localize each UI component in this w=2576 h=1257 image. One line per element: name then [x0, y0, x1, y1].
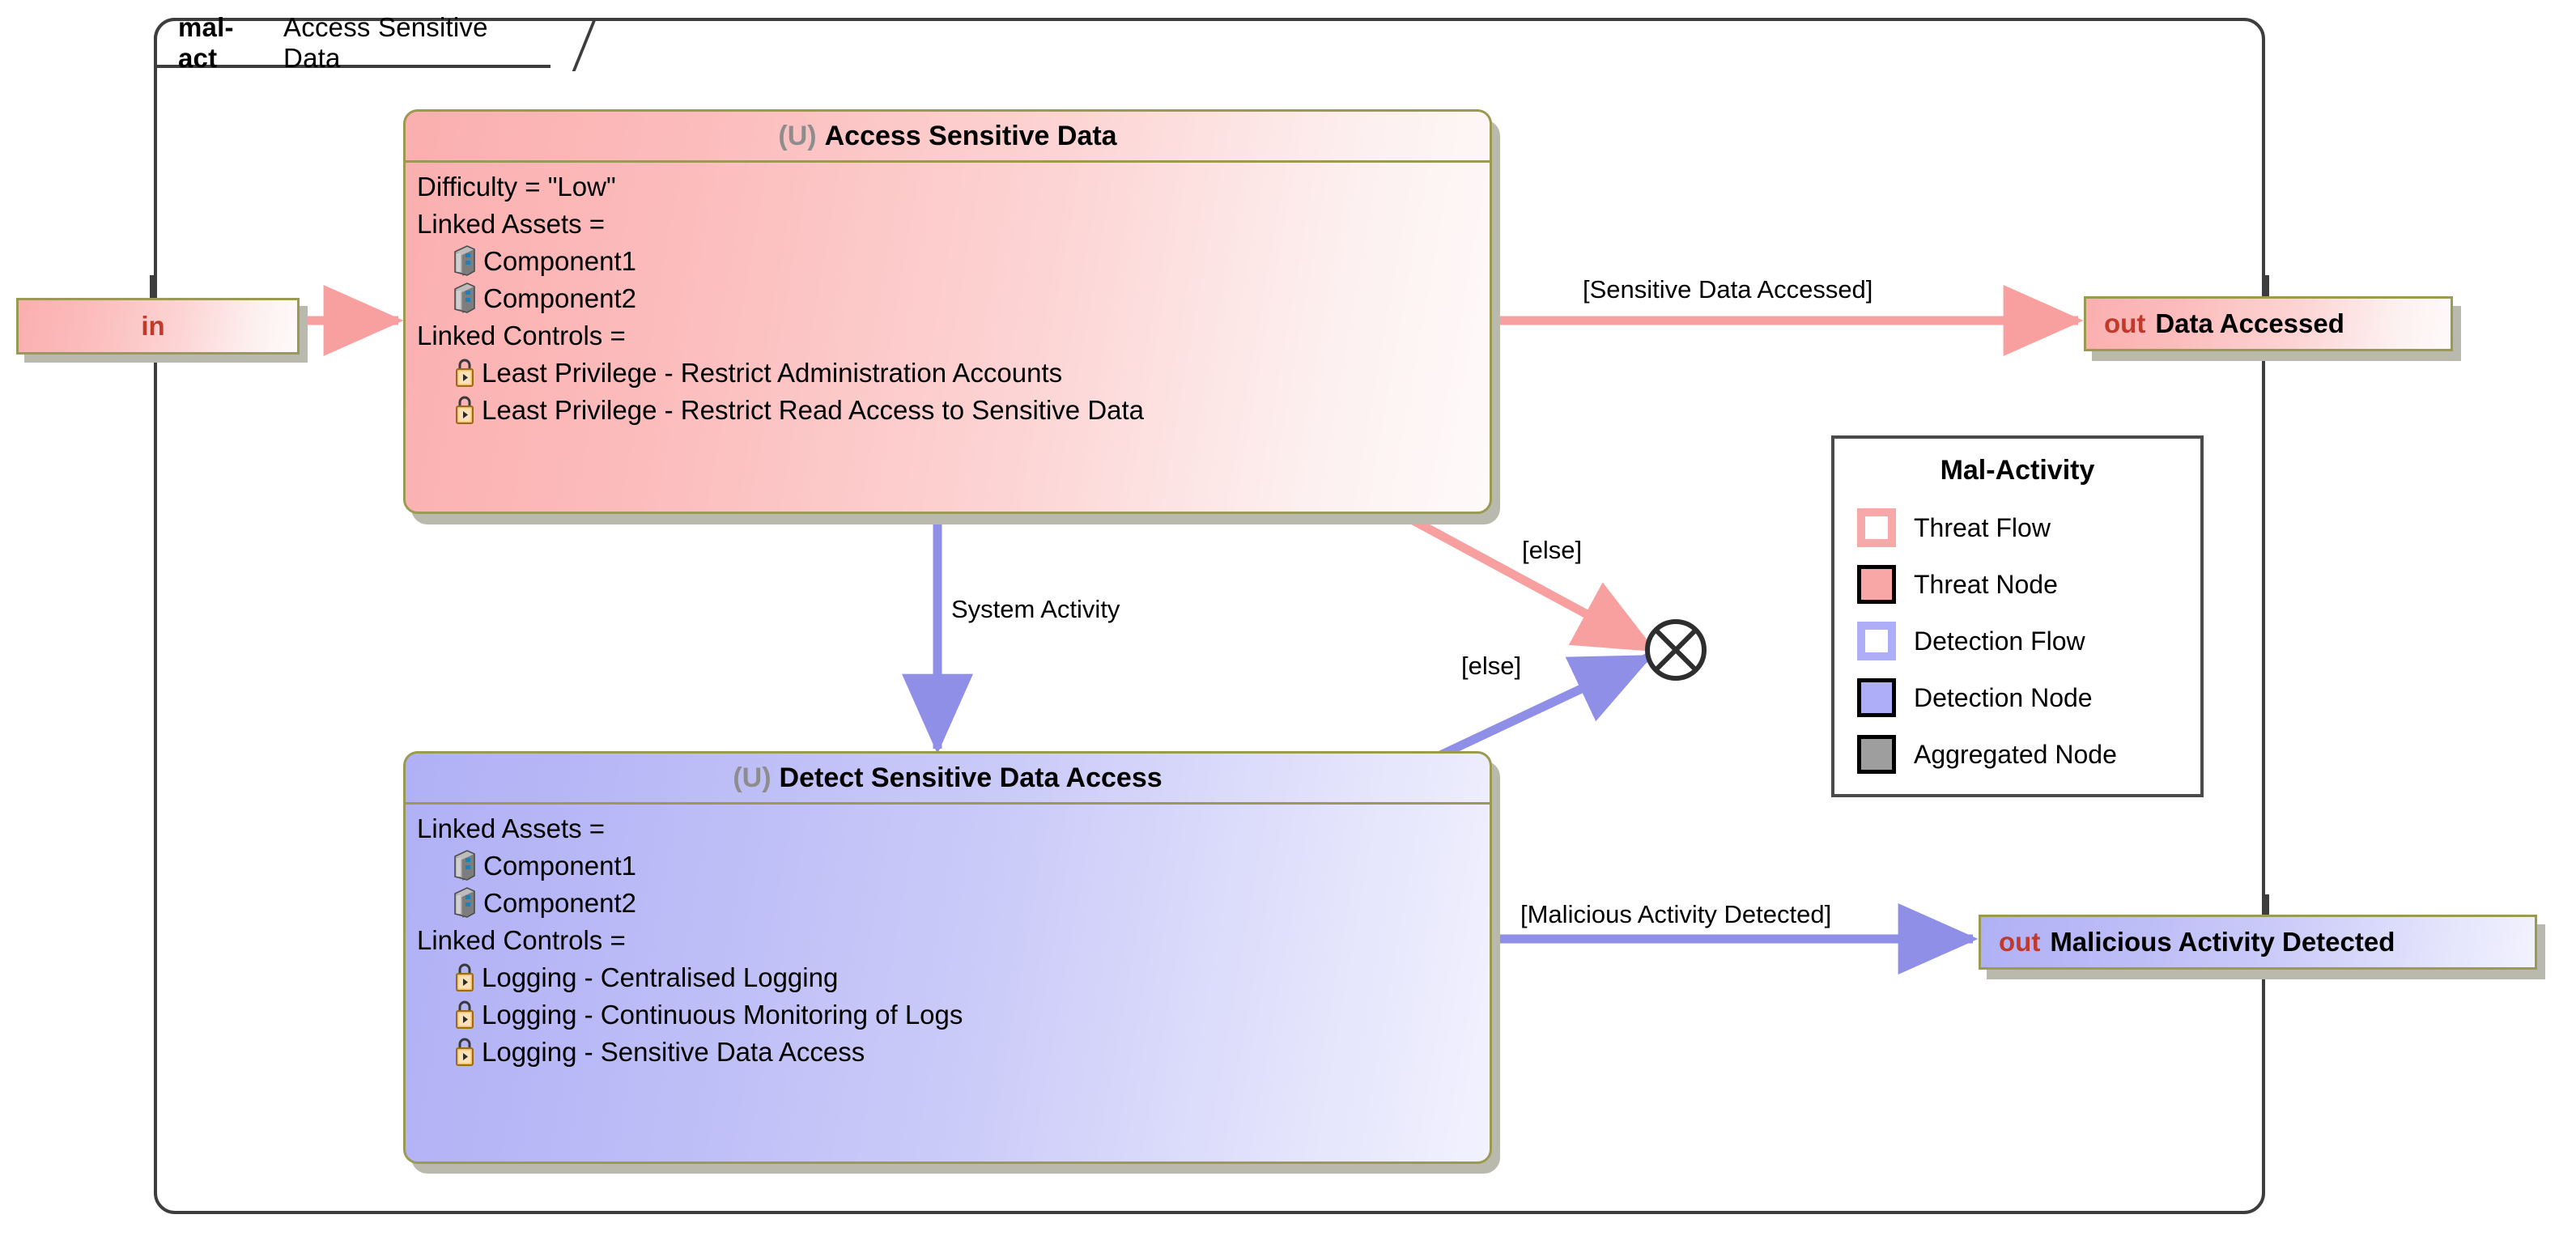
detection-asset-item: Component2 — [417, 884, 1490, 921]
mal-act-frame — [154, 18, 2265, 1214]
edge-label-malicious-activity-detected: [Malicious Activity Detected] — [1520, 900, 1832, 928]
legend-label-aggregated-node: Aggregated Node — [1914, 739, 2117, 769]
lock-icon — [453, 1036, 477, 1067]
in-pin[interactable]: in — [16, 298, 300, 355]
detection-control-item: Logging - Centralised Logging — [417, 958, 1490, 996]
detection-node-header: (U) Detect Sensitive Data Access — [406, 754, 1490, 805]
legend-item-detection-flow: Detection Flow — [1834, 613, 2200, 669]
threat-asset-label: Component1 — [483, 245, 636, 276]
detection-control-label: Logging - Continuous Monitoring of Logs — [482, 999, 963, 1030]
edge-label-sensitive-data-accessed: [Sensitive Data Accessed] — [1583, 275, 1873, 304]
threat-assets-header: Linked Assets = — [417, 208, 606, 239]
legend-panel: Mal-Activity Threat Flow Threat Node Det… — [1831, 435, 2204, 797]
threat-node-header: (U) Access Sensitive Data — [406, 112, 1490, 163]
lock-icon — [453, 999, 477, 1030]
threat-node-title: Access Sensitive Data — [824, 120, 1117, 151]
edge-label-else-threat: [else] — [1522, 536, 1583, 564]
frame-name: Access Sensitive Data — [283, 12, 488, 73]
threat-control-label: Least Privilege - Restrict Administratio… — [482, 357, 1063, 388]
component-icon — [453, 885, 477, 919]
out-malicious-name: Malicious Activity Detected — [2050, 927, 2395, 957]
component-icon — [453, 848, 477, 882]
detection-node-body: Linked Assets = Component1 — [406, 805, 1490, 1078]
threat-control-label: Least Privilege - Restrict Read Access t… — [482, 394, 1145, 425]
detection-node-title: Detect Sensitive Data Access — [779, 762, 1163, 793]
out-malicious-detected-pin[interactable]: out Malicious Activity Detected — [1979, 915, 2537, 970]
detection-node-stereotype: (U) — [733, 762, 772, 793]
detection-asset-label: Component1 — [483, 850, 636, 881]
legend-label-detection-flow: Detection Flow — [1914, 626, 2085, 656]
threat-controls-header: Linked Controls = — [417, 320, 626, 350]
frame-label: mal-act Access Sensitive Data — [154, 12, 550, 73]
threat-node-body: Difficulty = "Low" Linked Assets = Compo… — [406, 163, 1490, 436]
threat-control-item: Least Privilege - Restrict Administratio… — [417, 354, 1490, 391]
edge-label-system-activity: System Activity — [951, 595, 1120, 623]
lock-icon — [453, 962, 477, 992]
legend-title: Mal-Activity — [1940, 455, 2095, 486]
legend-swatch-detection-flow — [1857, 622, 1896, 660]
threat-asset-item: Component2 — [417, 279, 1490, 316]
detection-control-item: Logging - Continuous Monitoring of Logs — [417, 996, 1490, 1033]
legend-swatch-detection-node — [1857, 678, 1896, 717]
lock-icon — [453, 394, 477, 425]
out-data-accessed-name: Data Accessed — [2155, 308, 2344, 338]
threat-node[interactable]: (U) Access Sensitive Data Difficulty = "… — [403, 109, 1492, 514]
out-malicious-keyword: out — [1999, 927, 2041, 957]
component-icon — [453, 281, 477, 315]
threat-asset-item: Component1 — [417, 242, 1490, 279]
legend-label-threat-node: Threat Node — [1914, 569, 2058, 599]
out-data-accessed-pin[interactable]: out Data Accessed — [2084, 296, 2453, 351]
threat-asset-label: Component2 — [483, 282, 636, 313]
edge-label-else-detection: [else] — [1461, 652, 1522, 680]
legend-swatch-threat-node — [1857, 565, 1896, 604]
detection-control-item: Logging - Sensitive Data Access — [417, 1033, 1490, 1070]
legend-item-detection-node: Detection Node — [1834, 669, 2200, 726]
detection-assets-header: Linked Assets = — [417, 813, 606, 843]
in-pin-keyword: in — [141, 311, 165, 341]
detection-control-label: Logging - Sensitive Data Access — [482, 1036, 865, 1067]
detection-controls-header: Linked Controls = — [417, 924, 626, 955]
component-icon — [453, 244, 477, 278]
detection-control-label: Logging - Centralised Logging — [482, 962, 839, 992]
threat-node-stereotype: (U) — [778, 120, 817, 151]
detection-node[interactable]: (U) Detect Sensitive Data Access Linked … — [403, 751, 1492, 1164]
threat-control-item: Least Privilege - Restrict Read Access t… — [417, 391, 1490, 428]
detection-asset-item: Component1 — [417, 847, 1490, 884]
detection-asset-label: Component2 — [483, 887, 636, 918]
legend-swatch-threat-flow — [1857, 508, 1896, 547]
legend-item-aggregated-node: Aggregated Node — [1834, 726, 2200, 783]
lock-icon — [453, 357, 477, 388]
out-data-accessed-keyword: out — [2104, 308, 2146, 338]
frame-keyword: mal-act — [178, 12, 234, 73]
legend-swatch-aggregated-node — [1857, 735, 1896, 774]
legend-item-threat-flow: Threat Flow — [1834, 499, 2200, 556]
legend-label-threat-flow: Threat Flow — [1914, 512, 2051, 542]
legend-label-detection-node: Detection Node — [1914, 682, 2093, 712]
threat-difficulty: Difficulty = "Low" — [417, 171, 616, 202]
legend-item-threat-node: Threat Node — [1834, 556, 2200, 613]
